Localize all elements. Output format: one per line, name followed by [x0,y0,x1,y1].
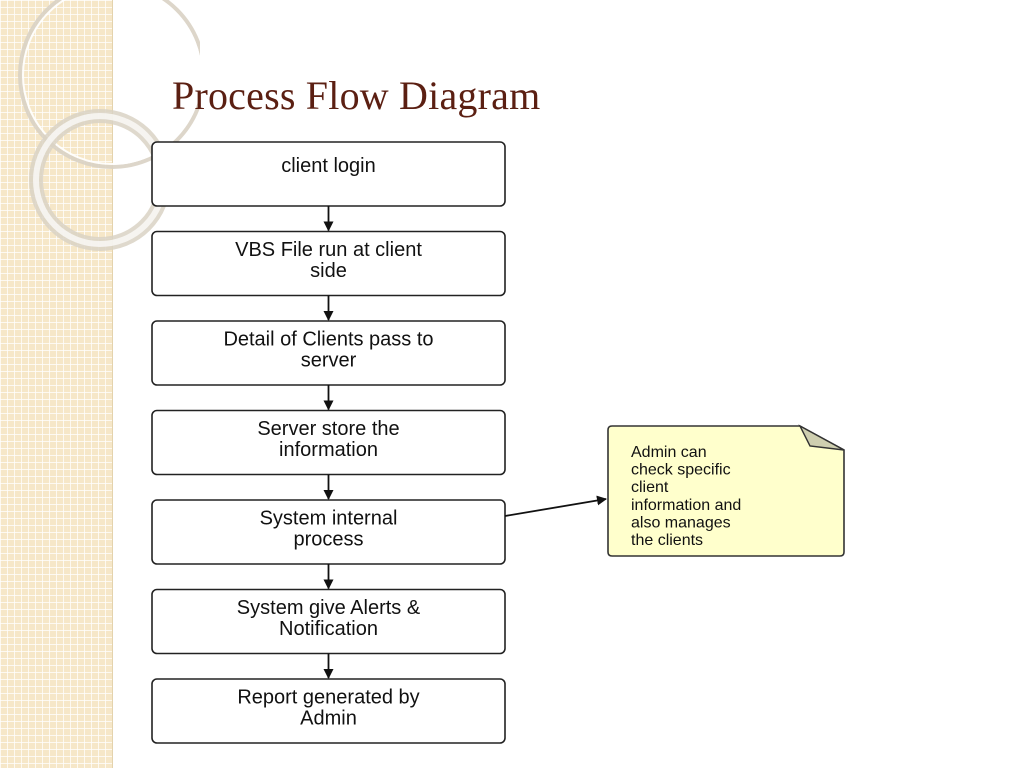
flow-step-text: System give Alerts & [237,597,421,619]
note-text: information and [631,497,741,514]
flow-step-text: side [310,260,347,282]
note-connector-arrow [504,495,607,517]
flow-step-text: Detail of Clients pass to [223,329,433,351]
flow-step-1: client login [151,141,506,207]
note-text: client [631,479,669,496]
flow-step-text: client login [281,155,376,177]
slide-title: Process Flow Diagram [172,73,541,118]
note-body [607,425,845,557]
flow-step-box [151,678,506,744]
flow-step-6: System give Alerts &Notification [151,588,506,655]
flow-step-text: Server store the [257,418,399,440]
flow-step-text: information [279,439,378,461]
note-text: check specific [631,462,731,479]
note-text: also manages [631,514,731,531]
flow-step-text: server [301,350,357,372]
flow-step-text: VBS File run at client [235,239,422,261]
flow-step-text: process [293,529,363,551]
flow-step-text: Report generated by [237,687,419,709]
flow-step-text: Admin [300,708,357,730]
flow-step-text: System internal [260,508,398,530]
note-text: the clients [631,532,703,549]
note-folded-corner [798,424,845,451]
note-text: Admin can [631,444,707,461]
flow-step-text: Notification [279,618,378,640]
